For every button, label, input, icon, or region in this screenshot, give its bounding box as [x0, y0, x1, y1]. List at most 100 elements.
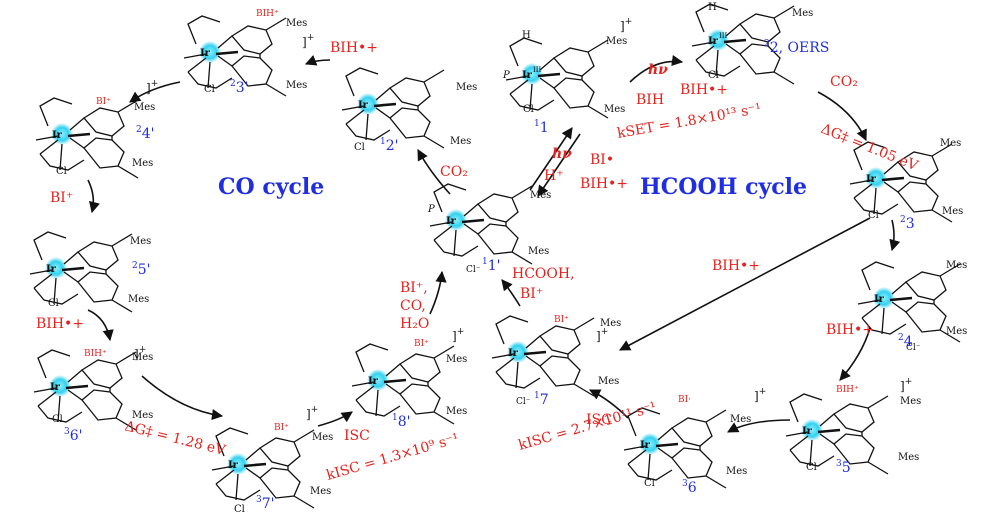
h2o-label: H₂O — [400, 316, 429, 332]
svg-text:Cl: Cl — [523, 104, 534, 115]
dg-co2-label: ΔG‡ = 1.05 eV — [819, 121, 921, 175]
svg-text:Cl⁻: Cl⁻ — [516, 397, 531, 407]
bi-rad-label: BI• — [590, 152, 614, 168]
bih-plus-label-5: BIH•+ — [330, 40, 378, 56]
svg-text:Mes: Mes — [598, 376, 619, 387]
svg-text:Mes: Mes — [946, 260, 967, 271]
svg-text:Cl: Cl — [204, 84, 215, 95]
co-cycle-title: CO cycle — [218, 174, 324, 200]
label-3p: 23' — [230, 79, 249, 96]
arrow-6-to-7 — [588, 389, 629, 419]
svg-text:Cl: Cl — [806, 462, 817, 473]
svg-text:Ir: Ir — [228, 460, 239, 471]
svg-text:BI⁺: BI⁺ — [414, 339, 429, 349]
svg-text:Ir: Ir — [866, 174, 877, 185]
arrow-2p-to-3p — [304, 55, 331, 66]
arrow-1-to-2 — [629, 54, 684, 83]
bi-plus-comma-label: BI⁺, — [400, 280, 428, 296]
arrow-3-to-7 — [619, 217, 871, 351]
svg-text:BI·: BI· — [678, 395, 691, 405]
svg-text:Mes: Mes — [450, 136, 471, 147]
h-plus-label: H⁺ — [544, 168, 564, 184]
svg-text:Mes: Mes — [898, 452, 919, 463]
hcooh-label: HCOOH, — [512, 266, 575, 282]
label-7p: 37' — [256, 495, 275, 512]
arrow-1-to-1p — [537, 133, 581, 197]
svg-text:]+: ]+ — [302, 33, 314, 49]
arrow-4p-to-5p — [87, 179, 100, 214]
svg-text:]+: ]+ — [620, 17, 632, 33]
svg-text:Mes: Mes — [134, 102, 155, 113]
label-2: 22, OERS — [764, 39, 829, 56]
svg-text:Ir: Ir — [52, 130, 63, 141]
bih-plus-label-2: BIH•+ — [712, 258, 760, 274]
svg-text:Mes: Mes — [446, 406, 467, 417]
atom-labels: Ir III H Mes Mes P Cl Ir III H Mes Cl Ir… — [46, 2, 967, 515]
isc-label-hcooh: ISC — [586, 412, 612, 428]
svg-text:Cl: Cl — [52, 414, 63, 425]
svg-text:Mes: Mes — [606, 36, 627, 47]
label-4p: 24' — [136, 125, 155, 142]
reagent-labels: hν BIH BIH•+ CO₂ BIH•+ BIH•+ ISC HCOOH, … — [36, 40, 874, 444]
label-5p: 25' — [132, 261, 151, 278]
arrow-1p-to-1 — [529, 127, 573, 191]
bih-plus-label-4: BIH•+ — [580, 176, 628, 192]
arrow-3p-to-4p — [129, 81, 181, 103]
arrow-6p-to-7p — [141, 375, 224, 421]
svg-text:P: P — [427, 204, 435, 215]
label-6: 36 — [682, 479, 697, 496]
svg-text:Mes: Mes — [310, 486, 331, 497]
svg-text:Mes: Mes — [456, 82, 477, 93]
svg-text:BIH⁺: BIH⁺ — [836, 385, 859, 395]
arrow-3-to-4 — [889, 219, 901, 252]
svg-text:P: P — [502, 70, 510, 81]
arrow-5-to-6 — [727, 419, 791, 433]
co2-label-2: CO₂ — [440, 164, 468, 180]
svg-text:Ir: Ir — [522, 70, 533, 81]
svg-text:Mes: Mes — [528, 246, 549, 257]
svg-text:Mes: Mes — [132, 352, 153, 363]
svg-text:Ir: Ir — [200, 48, 211, 59]
hv-label-1: hν — [648, 62, 668, 78]
svg-text:III: III — [533, 66, 542, 74]
bih-plus-label-1: BIH•+ — [680, 82, 728, 98]
svg-text:Mes: Mes — [130, 236, 151, 247]
svg-text:Cl⁻: Cl⁻ — [906, 343, 921, 353]
cycle-arrows — [87, 54, 901, 433]
svg-text:III: III — [719, 32, 728, 40]
svg-text:]+: ]+ — [900, 377, 912, 393]
svg-text:Mes: Mes — [730, 414, 751, 425]
svg-text:Cl: Cl — [708, 70, 719, 81]
svg-text:Mes: Mes — [792, 8, 813, 19]
label-1p: 11' — [482, 257, 501, 274]
svg-text:Mes: Mes — [132, 158, 153, 169]
svg-text:Mes: Mes — [128, 294, 149, 305]
svg-text:Cl: Cl — [354, 142, 365, 153]
svg-text:Ir: Ir — [874, 294, 885, 305]
svg-text:Ir: Ir — [446, 216, 457, 227]
svg-text:BI⁺: BI⁺ — [96, 97, 111, 107]
svg-text:]+: ]+ — [306, 405, 318, 421]
k-isc-hcooh-label: kISC = 2.7×10¹¹ s⁻¹ — [517, 399, 659, 454]
bih-plus-label-6: BIH•+ — [36, 316, 84, 332]
svg-text:]+: ]+ — [754, 387, 766, 403]
arrow-5p-to-6p — [87, 309, 114, 342]
arrow-1p-to-2p — [417, 149, 451, 195]
svg-text:Cl: Cl — [48, 298, 59, 309]
svg-text:Mes: Mes — [286, 18, 307, 29]
svg-text:Mes: Mes — [132, 410, 153, 421]
svg-text:Mes: Mes — [530, 190, 551, 201]
label-3: 23 — [900, 215, 915, 232]
svg-text:Mes: Mes — [900, 396, 921, 407]
svg-text:Ir: Ir — [640, 440, 651, 451]
svg-text:Cl: Cl — [644, 478, 655, 489]
svg-text:Mes: Mes — [942, 206, 963, 217]
arrow-8p-to-1p — [429, 270, 447, 315]
bih-plus-label-3: BIH•+ — [826, 322, 874, 338]
arrow-2-to-3 — [817, 91, 867, 142]
svg-text:Mes: Mes — [726, 466, 747, 477]
svg-text:Cl: Cl — [56, 166, 67, 177]
svg-text:Ir: Ir — [802, 426, 813, 437]
arrow-7p-to-8p — [317, 411, 353, 427]
